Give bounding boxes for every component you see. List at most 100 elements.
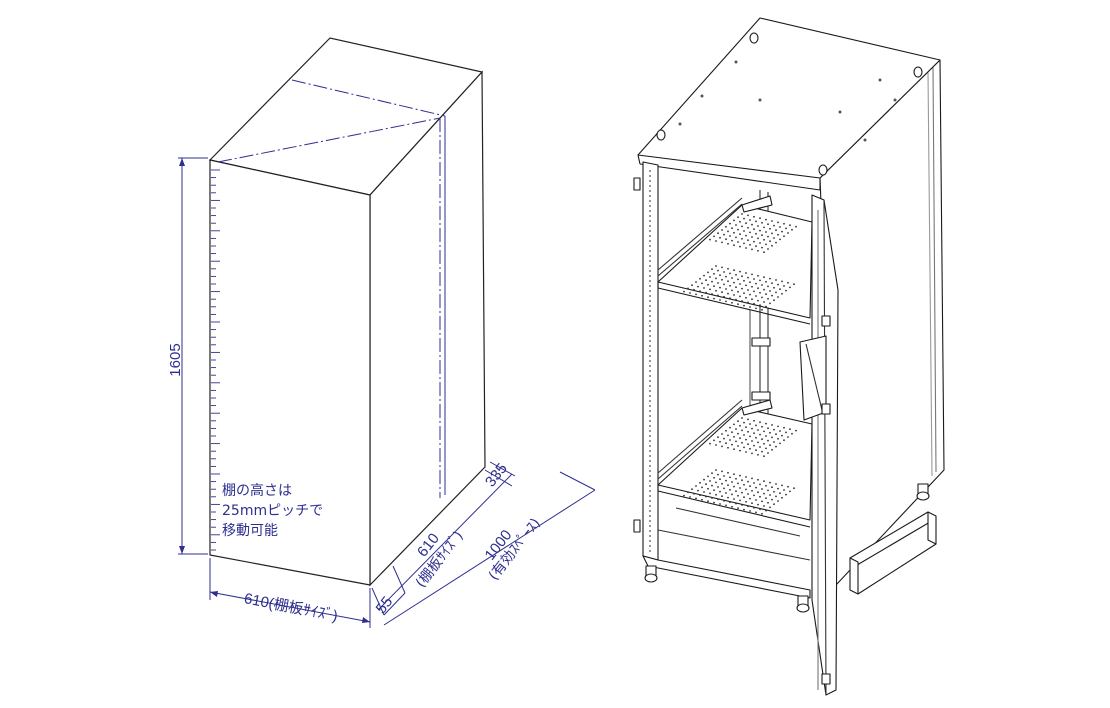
- perforation-dot: [773, 428, 775, 431]
- perforation-dot: [711, 293, 713, 295]
- perforation-dot: [757, 491, 759, 494]
- perforation-dot: [773, 490, 775, 493]
- perforation-dot: [741, 504, 743, 506]
- perforation-dot: [783, 285, 785, 287]
- perforation-dot: [723, 499, 725, 502]
- perforation-dot: [709, 480, 711, 482]
- perforation-dot: [725, 275, 727, 278]
- perforation-dot: [721, 482, 723, 485]
- perforation-dot: [683, 494, 685, 497]
- perforation-dot: [751, 248, 753, 251]
- perforation-dot: [769, 277, 771, 280]
- perforation-dot: [737, 290, 739, 293]
- perforation-dot: [757, 287, 759, 290]
- perforation-dot: [711, 497, 713, 499]
- perforation-dot: [741, 275, 743, 278]
- top-width-line: [291, 79, 446, 117]
- perforation-dot: [723, 271, 725, 273]
- perforation-dot: [779, 442, 781, 445]
- perforation-dot: [759, 217, 761, 220]
- perforation-dot: [767, 285, 769, 288]
- perforation-dot: [763, 492, 765, 495]
- perforation-dot: [765, 243, 767, 246]
- perforation-dot: [781, 230, 783, 233]
- depth-front-label: 55: [373, 593, 397, 617]
- perforation-dot: [737, 216, 739, 219]
- perforation-dot: [755, 307, 757, 310]
- perforation-dot: [753, 494, 755, 497]
- perforation-dot: [721, 241, 723, 244]
- perforation-dot: [767, 452, 769, 454]
- depth-back-label: 335: [482, 460, 511, 490]
- perforation-dot: [737, 482, 739, 485]
- perforation-dot: [749, 243, 751, 246]
- perforation-dot: [735, 224, 737, 226]
- perforation-dot: [779, 238, 781, 241]
- perforation-dot: [707, 500, 709, 503]
- perforation-dot: [729, 439, 731, 441]
- perforation-dot: [701, 486, 703, 489]
- perforation-dot: [793, 487, 795, 490]
- perforation-dot: [759, 483, 761, 486]
- perforation-dot: [757, 237, 759, 240]
- perforation-dot: [789, 286, 791, 289]
- perforation-dot: [765, 447, 767, 450]
- perforation-dot: [729, 297, 731, 300]
- perforation-dot: [763, 251, 765, 254]
- perforation-dot: [703, 491, 705, 493]
- perforation-dot: [793, 283, 795, 286]
- perforation-dot: [771, 498, 773, 501]
- perforation-dot: [703, 274, 705, 277]
- perforation-dot: [773, 286, 775, 289]
- perforation-dot: [751, 273, 753, 276]
- perforation-dot: [763, 301, 765, 303]
- perforation-dot: [771, 436, 773, 439]
- perforation-dot: [729, 476, 731, 479]
- perforation-dot: [763, 430, 765, 433]
- perforation-dot: [791, 432, 793, 435]
- perforation-dot: [739, 449, 741, 452]
- perforation-dot: [765, 280, 767, 283]
- perforation-dot: [727, 242, 729, 245]
- perforation-dot: [735, 477, 737, 480]
- perforation-dot: [701, 294, 703, 297]
- perforation-dot: [733, 473, 735, 476]
- perforation-dot: [731, 301, 733, 304]
- perforation-dot: [705, 291, 707, 294]
- perforation-dot: [757, 478, 759, 481]
- perforation-dot: [725, 288, 727, 290]
- perforation-dot: [779, 430, 781, 432]
- perforation-dot: [767, 297, 769, 300]
- perforation-dot: [751, 440, 753, 442]
- perforation-dot: [719, 299, 721, 301]
- perforation-dot: [763, 442, 765, 445]
- perforation-dot: [733, 423, 735, 426]
- perforation-dot: [761, 284, 763, 286]
- perforation-dot: [731, 239, 733, 242]
- perforation-dot: [733, 485, 735, 488]
- perforation-dot: [789, 490, 791, 493]
- perforation-dot: [691, 284, 693, 287]
- dimension-box: [208, 37, 486, 587]
- perforation-dot: [757, 503, 759, 506]
- perforation-dot: [743, 421, 745, 424]
- perforation-dot: [743, 217, 745, 220]
- perforation-dot: [727, 484, 729, 487]
- perforation-dot: [777, 233, 779, 236]
- perforation-dot: [725, 479, 727, 482]
- perforation-dot: [731, 505, 733, 508]
- perforation-dot: [777, 283, 779, 286]
- perforation-dot: [703, 478, 705, 481]
- perforation-dot: [765, 484, 767, 487]
- perforation-dot: [769, 494, 771, 496]
- perforation-dot: [765, 509, 767, 512]
- perforation-dot: [715, 240, 717, 242]
- perforation-dot: [723, 283, 725, 286]
- perforation-dot: [687, 287, 689, 290]
- perforation-dot: [717, 269, 719, 272]
- perforation-dot: [787, 281, 789, 284]
- perforation-dot: [755, 511, 757, 514]
- perforation-dot: [709, 492, 711, 495]
- perforation-dot: [747, 301, 749, 304]
